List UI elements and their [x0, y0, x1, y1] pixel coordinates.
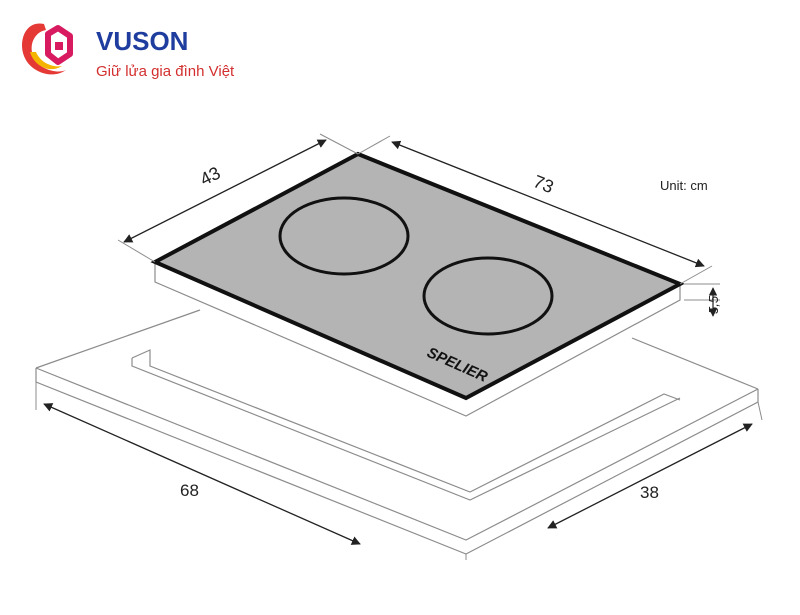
dim-height-label: 5,5 — [706, 295, 721, 314]
logo-flame-icon — [30, 52, 62, 70]
countertop-top-edge — [35, 367, 759, 541]
countertop-outer-edge — [35, 368, 759, 555]
dim-top-depth-label: 43 — [197, 163, 224, 190]
dim-cutout-depth-arrow — [547, 423, 753, 529]
dim-top-depth-arrow — [123, 139, 327, 243]
cooktop-glass-top — [150, 151, 685, 401]
dim-cutout-depth: 38 — [547, 401, 763, 529]
dim-top-width-label: 73 — [531, 171, 557, 197]
dim-height: 5,5 — [684, 283, 721, 317]
countertop-back-left — [35, 309, 201, 369]
unit-label: Unit: cm — [660, 178, 708, 193]
dim-cutout-width-arrow — [43, 403, 361, 545]
logo-heart-icon — [45, 25, 73, 65]
brand-tagline: Giữ lửa gia đình Việt — [96, 63, 235, 80]
dim-top-width-arrow — [391, 140, 705, 268]
dim-cutout-depth-label: 38 — [640, 483, 659, 502]
dim-cutout-width: 68 — [35, 382, 467, 560]
brand-logo — [22, 23, 73, 75]
dim-cutout-width-label: 68 — [180, 481, 199, 500]
logo-house-icon — [22, 23, 66, 75]
brand-name: VUSON — [96, 26, 188, 56]
logo-window-icon — [55, 42, 63, 50]
countertop-back-right — [631, 337, 759, 390]
